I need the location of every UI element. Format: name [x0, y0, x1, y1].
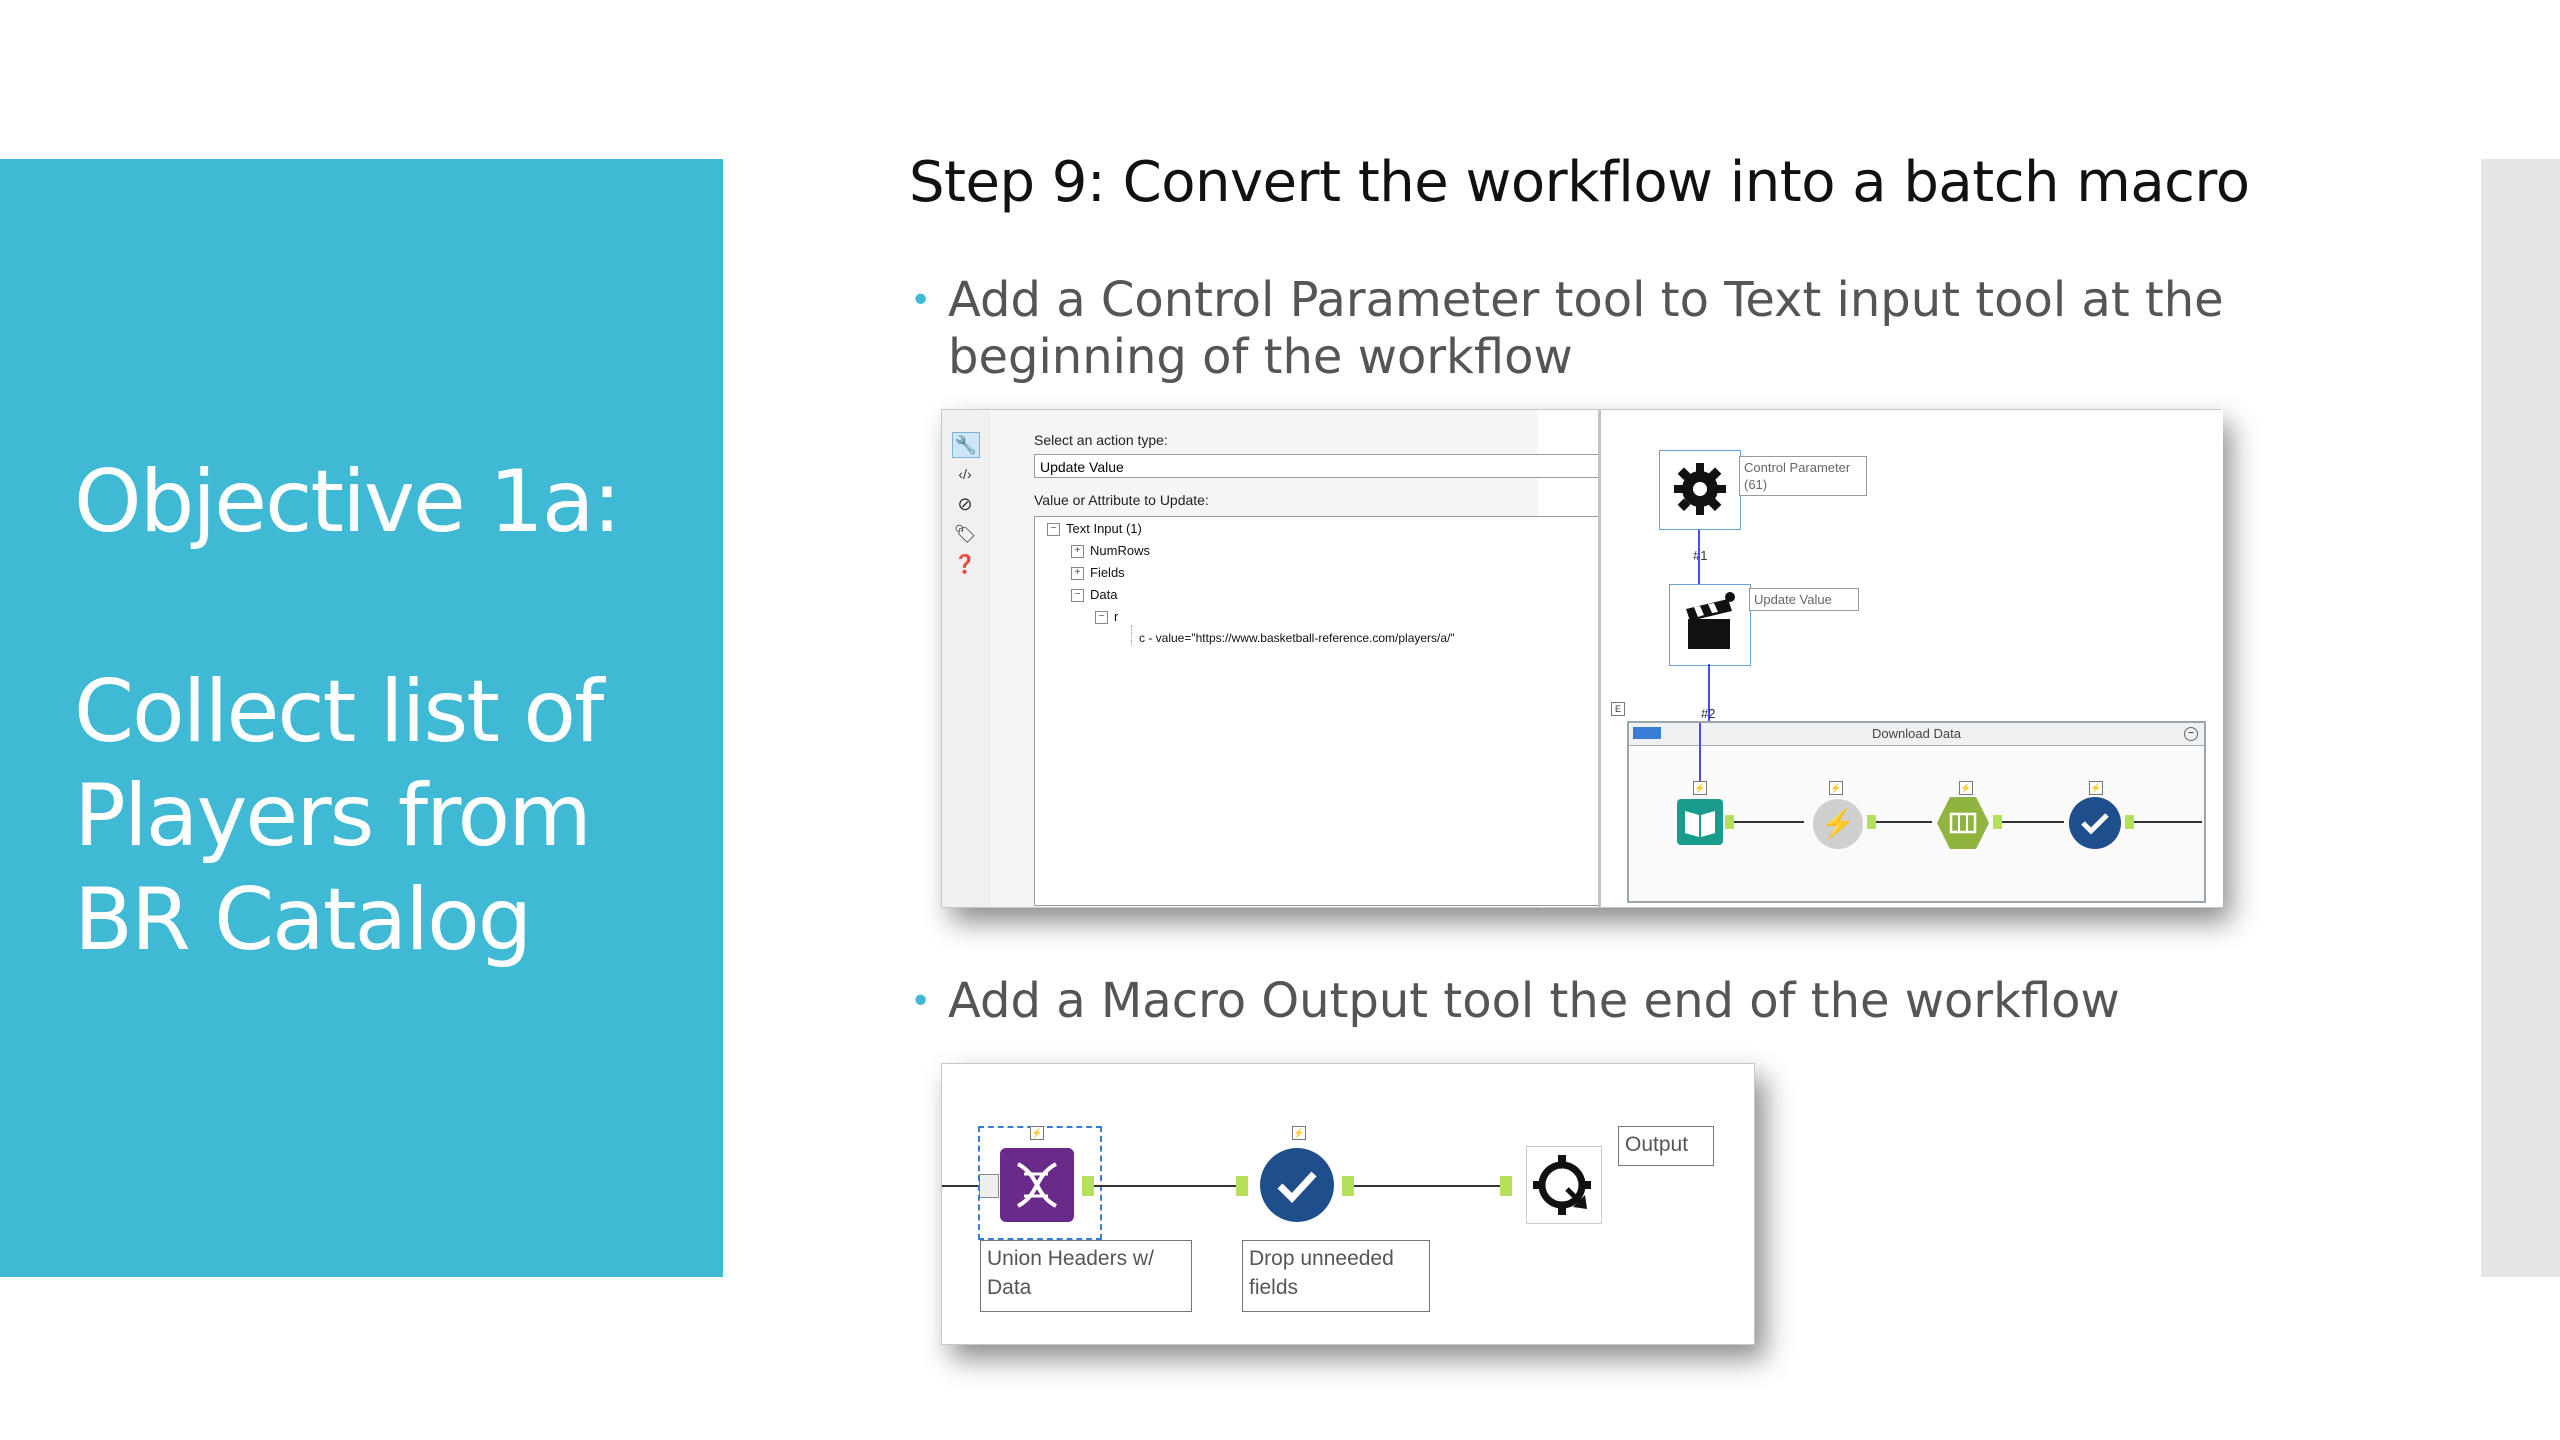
tag-icon[interactable]: 🏷 [953, 524, 977, 544]
collapse-icon[interactable]: − [1071, 589, 1084, 603]
union-tool[interactable] [1000, 1148, 1074, 1222]
objective-line: BR Catalog [74, 870, 532, 970]
output-anchor[interactable] [1082, 1176, 1094, 1196]
output-label: Output [1618, 1126, 1714, 1166]
objective-line: Players from [74, 766, 592, 866]
expand-icon[interactable]: + [1071, 567, 1084, 581]
container-collapse-icon[interactable]: − [2184, 727, 2198, 741]
expand-icon[interactable]: + [1071, 545, 1084, 559]
output-anchor[interactable] [1993, 815, 2002, 829]
gear-icon [1674, 463, 1726, 515]
clapperboard-icon [1686, 592, 1735, 649]
objective-description: Collect list of Players from BR Catalog [74, 660, 604, 972]
connector-line [1876, 821, 1932, 823]
config-toolbar: 🔧 ‹/› ⊘ 🏷 ❓ [942, 410, 991, 907]
action-type-select[interactable]: Update Value ⌄ [1034, 454, 1622, 478]
screenshot-control-parameter: 🔧 ‹/› ⊘ 🏷 ❓ Select an action type: Updat… [941, 409, 2223, 908]
action-type-label: Select an action type: [1034, 432, 1168, 448]
connection-label-1: #1 [1693, 548, 1708, 563]
action-type-value: Update Value [1040, 459, 1124, 475]
container-title: Download Data [1872, 726, 1961, 741]
objective-line: Collect list of [74, 662, 604, 762]
select-tool[interactable] [1260, 1148, 1334, 1222]
attribute-label: Value or Attribute to Update: [1034, 492, 1209, 508]
output-anchor[interactable] [1725, 815, 1734, 829]
help-icon[interactable]: ❓ [953, 554, 977, 574]
control-parameter-label: Control Parameter (61) [1739, 456, 1867, 496]
objective-panel [0, 159, 723, 1277]
bolt-icon: ⚡ [1292, 1126, 1306, 1140]
connector-line [1354, 1185, 1500, 1187]
xml-icon[interactable]: ‹/› [958, 466, 972, 482]
tree-node-numrows[interactable]: +NumRows [1071, 543, 1150, 559]
step-title: Step 9: Convert the workflow into a batc… [909, 150, 2250, 215]
tree-node-r[interactable]: −r [1095, 609, 1118, 625]
bullet-macro-output: • Add a Macro Output tool the end of the… [910, 973, 2428, 1030]
columns-icon [1949, 812, 1977, 834]
text-to-columns-tool[interactable] [1937, 797, 1989, 849]
download-data-container[interactable]: Download Data − ⚡ ⚡ ⚡ ⚡ [1627, 721, 2206, 903]
connection-progress-icon[interactable]: ⊘ [957, 494, 973, 514]
action-tool[interactable] [1669, 584, 1751, 666]
output-anchor[interactable] [1342, 1176, 1354, 1196]
wrench-icon[interactable]: 🔧 [952, 432, 980, 458]
tree-node-data[interactable]: −Data [1071, 587, 1117, 603]
connector-line [2002, 821, 2064, 823]
tree-node-fields[interactable]: +Fields [1071, 565, 1125, 581]
checkmark-icon [1277, 1171, 1317, 1204]
bolt-icon: ⚡ [1030, 1126, 1044, 1140]
collapse-icon[interactable]: − [1095, 611, 1108, 625]
bolt-icon: ⚡ [2089, 781, 2103, 795]
container-toggle-icon[interactable] [1633, 727, 1661, 739]
connector-line [1708, 664, 1710, 742]
connector-line [1094, 1185, 1236, 1187]
bolt-icon: ⚡ [1829, 781, 1843, 795]
connector-line [1734, 821, 1804, 823]
bullet-control-parameter: • Add a Control Parameter tool to Text i… [910, 272, 2428, 386]
text-input-tool[interactable] [1677, 799, 1723, 845]
screenshot-macro-output: ⚡ ⚡ Output Union Headers w/ Data Dr [941, 1063, 1755, 1345]
workflow-canvas: Control Parameter (61) #1 Update Value #… [1598, 410, 2223, 907]
connector-line [1699, 723, 1701, 789]
tree-connector [1131, 625, 1132, 645]
dna-icon [1016, 1162, 1058, 1208]
bullet-dot-icon: • [910, 981, 932, 1022]
output-anchor[interactable] [2125, 815, 2134, 829]
macro-output-icon [1533, 1155, 1591, 1215]
drop-fields-label: Drop unneeded fields [1242, 1240, 1430, 1312]
bullet-dot-icon: • [910, 280, 932, 321]
container-header: Download Data [1629, 723, 2204, 746]
union-label: Union Headers w/ Data [980, 1240, 1192, 1312]
objective-title: Objective 1a: [74, 452, 622, 552]
bullet-text: Add a Macro Output tool the end of the w… [948, 973, 2120, 1029]
attribute-tree: −Text Input (1) +NumRows +Fields −Data −… [1034, 516, 1614, 906]
connector-line [942, 1185, 990, 1187]
checkmark-icon [2081, 813, 2109, 835]
macro-output-tool[interactable] [1526, 1146, 1602, 1224]
connector-line [1698, 530, 1700, 592]
control-parameter-tool[interactable] [1659, 450, 1741, 530]
input-anchor[interactable] [1236, 1176, 1248, 1196]
book-icon [1685, 811, 1715, 837]
connection-label-2: #2 [1701, 706, 1716, 721]
collapse-icon[interactable]: − [1047, 523, 1060, 537]
select-tool[interactable] [2069, 797, 2121, 849]
tree-node-value[interactable]: c - value="https://www.basketball-refere… [1139, 631, 1455, 645]
update-value-label: Update Value [1749, 588, 1859, 611]
bolt-icon: ⚡ [1693, 781, 1707, 795]
input-anchor[interactable] [1500, 1176, 1512, 1196]
right-gray-strip [2481, 159, 2560, 1277]
expand-container-icon[interactable]: E [1611, 702, 1625, 716]
connector-line [2134, 821, 2202, 823]
bullet-text: Add a Control Parameter tool to Text inp… [948, 272, 2224, 385]
tree-node-text-input[interactable]: −Text Input (1) [1047, 521, 1142, 537]
config-panel: Select an action type: Update Value ⌄ Va… [990, 410, 1622, 907]
output-anchor[interactable] [1867, 815, 1876, 829]
bolt-icon: ⚡ [1959, 781, 1973, 795]
download-tool[interactable]: ⚡ [1813, 799, 1863, 849]
lightning-icon: ⚡ [1820, 808, 1856, 839]
